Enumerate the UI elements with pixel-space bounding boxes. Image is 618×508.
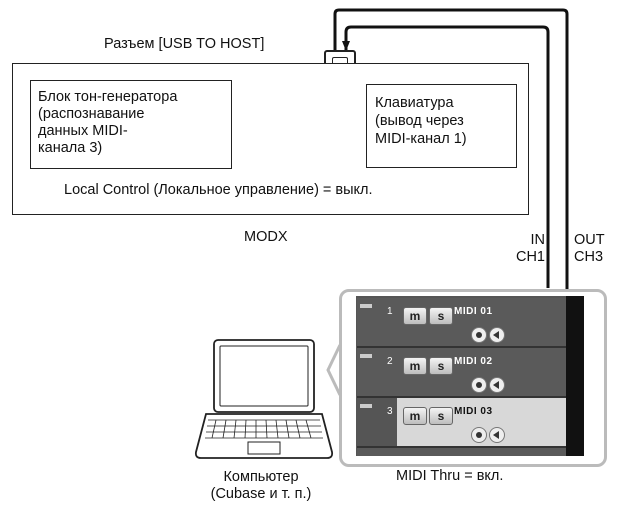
record-enable-icon[interactable] (471, 327, 487, 343)
monitor-speaker-icon[interactable] (489, 327, 505, 343)
record-enable-icon[interactable] (471, 377, 487, 393)
monitor-speaker-icon[interactable] (489, 427, 505, 443)
track-row-1[interactable]: 1 m s MIDI 01 (357, 298, 566, 346)
track-meter-column (566, 296, 584, 456)
computer-software: (Cubase и т. п.) (210, 486, 312, 502)
computer-name: Компьютер (223, 469, 299, 485)
mute-button[interactable]: m (403, 307, 427, 325)
track-type-icon (360, 354, 372, 358)
in-label: IN (530, 232, 546, 248)
track-number: 1 (387, 306, 393, 317)
solo-button[interactable]: s (429, 307, 453, 325)
keyboard-box: Клавиатура (вывод через MIDI-канал 1) (366, 84, 517, 168)
in-channel-label: CH1 (515, 249, 545, 265)
tone-generator-line-1: Блок тон-генератора (38, 89, 178, 105)
track-name: MIDI 03 (454, 406, 493, 417)
track-number: 3 (387, 406, 393, 417)
out-port-label: OUT CH3 (574, 232, 605, 266)
track-type-icon (360, 404, 372, 408)
out-label: OUT (574, 232, 605, 248)
keyboard-line-1: Клавиатура (375, 95, 454, 111)
track-number: 2 (387, 356, 393, 367)
track-row-partial (357, 447, 566, 456)
keyboard-line-3: MIDI-канал 1) (375, 131, 467, 147)
tone-generator-line-3: данных MIDI- (38, 123, 128, 139)
usb-label: Разъем [USB TO HOST] (104, 36, 265, 52)
monitor-speaker-icon[interactable] (489, 377, 505, 393)
tone-generator-line-2: (распознавание (38, 106, 145, 122)
solo-button[interactable]: s (429, 357, 453, 375)
tone-generator-box: Блок тон-генератора (распознавание данны… (30, 80, 232, 169)
tone-generator-line-4: канала 3) (38, 140, 103, 156)
track-name: MIDI 02 (454, 356, 493, 367)
in-port-label: IN CH1 (516, 232, 546, 266)
track-name: MIDI 01 (454, 306, 493, 317)
mute-button[interactable]: m (403, 407, 427, 425)
track-row-3[interactable]: 3 m s MIDI 03 (357, 398, 566, 446)
mute-button[interactable]: m (403, 357, 427, 375)
out-channel-label: CH3 (574, 249, 604, 265)
instrument-name: MODX (244, 229, 288, 245)
track-type-icon (360, 304, 372, 308)
keyboard-line-2: (вывод через (375, 113, 464, 129)
local-control-label: Local Control (Локальное управление) = в… (64, 182, 373, 198)
computer-label: Компьютер (Cubase и т. п.) (196, 469, 326, 503)
track-row-2[interactable]: 2 m s MIDI 02 (357, 348, 566, 396)
midi-thru-label: MIDI Thru = вкл. (396, 468, 504, 484)
record-enable-icon[interactable] (471, 427, 487, 443)
solo-button[interactable]: s (429, 407, 453, 425)
